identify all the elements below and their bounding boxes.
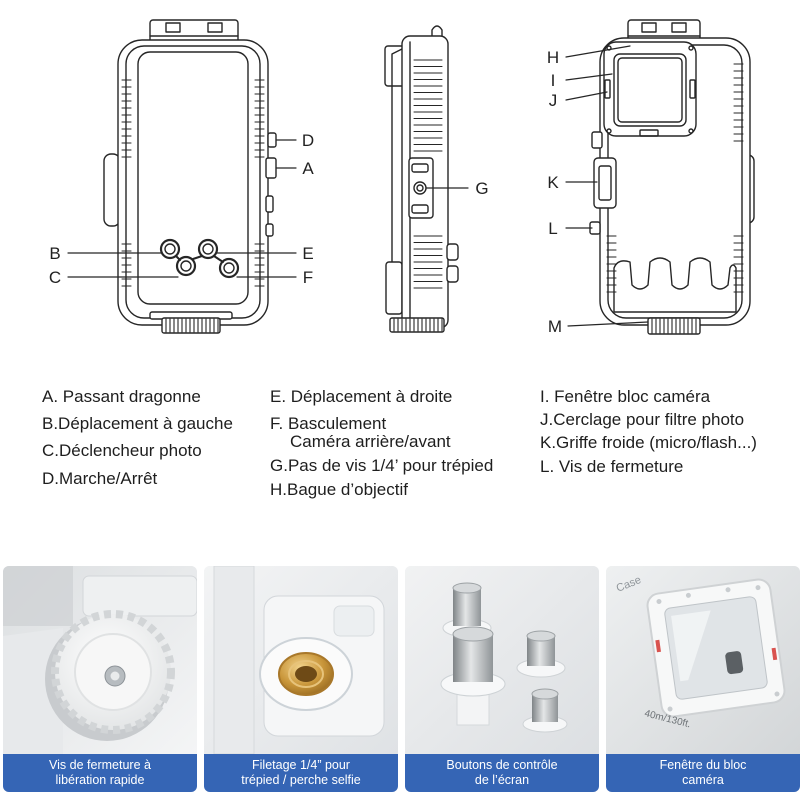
camera-window bbox=[613, 53, 687, 127]
side-view bbox=[384, 25, 459, 333]
locking-knob bbox=[161, 317, 221, 334]
legend-item-b: B.Déplacement à gauche bbox=[42, 414, 233, 433]
legend-item-f: F. Basculement bbox=[270, 414, 387, 433]
back-knob bbox=[647, 317, 701, 335]
metal-button bbox=[452, 626, 494, 682]
legend-item-l: L. Vis de fermeture bbox=[540, 457, 684, 476]
metal-button bbox=[531, 688, 559, 722]
screen-window bbox=[137, 51, 249, 305]
legend-item-i: I. Fenêtre bloc caméra bbox=[540, 387, 711, 406]
callout-m: M bbox=[548, 317, 562, 336]
camera-window-photo: Case 40m/130ft. bbox=[606, 566, 800, 754]
callout-c: C bbox=[49, 268, 61, 287]
control-buttons bbox=[159, 238, 240, 279]
callout-a: A bbox=[302, 159, 314, 178]
case-body bbox=[117, 39, 269, 326]
legend-item-f-continued: Caméra arrière/avant bbox=[290, 432, 451, 451]
callout-l: L bbox=[548, 219, 557, 238]
switch-camera-button bbox=[218, 257, 240, 279]
strap-lug bbox=[265, 157, 277, 179]
callout-g: G bbox=[475, 179, 488, 198]
back-view bbox=[589, 19, 755, 335]
leader-lines bbox=[67, 45, 649, 327]
power-button bbox=[267, 132, 277, 148]
vent-lines bbox=[121, 59, 744, 334]
legend-item-d: D.Marche/Arrêt bbox=[42, 469, 158, 488]
legend-item-k: K.Griffe froide (micro/flash...) bbox=[540, 433, 757, 452]
callout-d: D bbox=[302, 131, 314, 150]
legend-item-h: H.Bague d’objectif bbox=[270, 480, 408, 499]
control-buttons-photo bbox=[405, 566, 599, 754]
lanyard-hook bbox=[431, 25, 443, 41]
left-button bbox=[159, 238, 181, 260]
legend-item-a: A. Passant dragonne bbox=[42, 387, 201, 406]
callout-h: H bbox=[547, 48, 559, 67]
callout-k: K bbox=[547, 173, 559, 192]
callout-e: E bbox=[302, 244, 313, 263]
callout-f: F bbox=[303, 268, 313, 287]
callout-i: I bbox=[551, 71, 556, 90]
callout-j: J bbox=[549, 91, 558, 110]
filter-clip bbox=[604, 79, 611, 99]
right-button bbox=[197, 238, 219, 260]
metal-button bbox=[452, 582, 482, 626]
legend-item-c: C.Déclencheur photo bbox=[42, 441, 202, 460]
grip-ridges bbox=[613, 257, 737, 313]
tripod-thread-photo bbox=[204, 566, 398, 754]
camera-window-frame bbox=[646, 578, 786, 718]
legend-item-e: E. Déplacement à droite bbox=[270, 387, 453, 406]
legend-item-g: G.Pas de vis 1/4’ pour trépied bbox=[270, 456, 494, 475]
callout-b: B bbox=[49, 244, 60, 263]
shutter-button bbox=[175, 255, 197, 277]
knob-photo bbox=[3, 566, 197, 754]
callout-labels: D A B E C F G H I J K L M bbox=[49, 48, 562, 336]
lens-element bbox=[725, 651, 744, 675]
legend-item-j: J.Cerclage pour filtre photo bbox=[540, 410, 745, 429]
metal-button bbox=[526, 630, 556, 666]
product-diagram: D A B E C F G H I J K L M bbox=[49, 19, 755, 336]
front-view bbox=[103, 19, 277, 334]
